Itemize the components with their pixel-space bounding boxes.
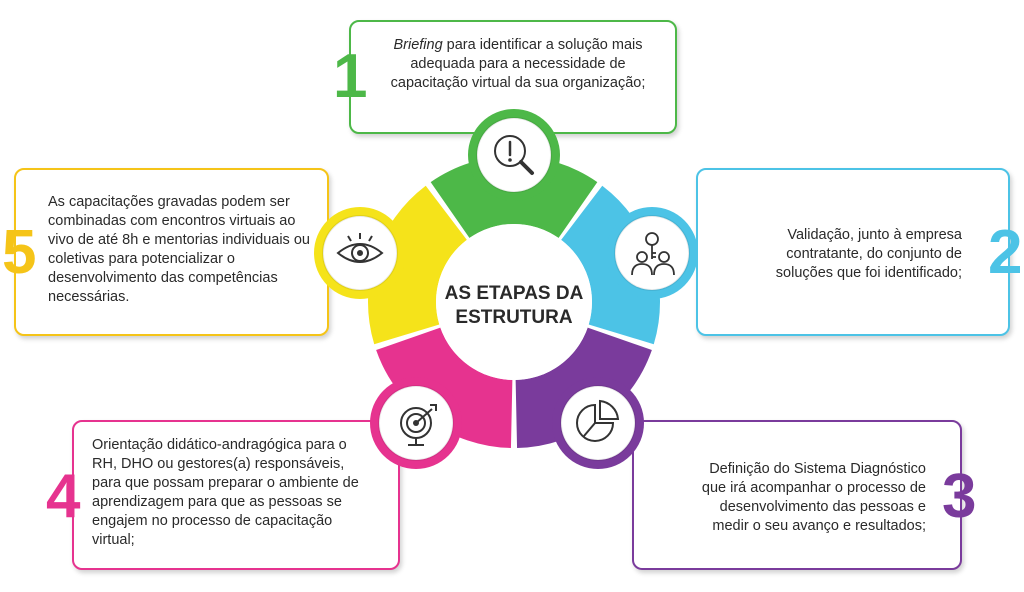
- pie-chart-icon: [576, 399, 620, 442]
- step-3-text: Definição do Sistema Diagnóstico que irá…: [701, 461, 926, 534]
- magnifier-exclamation-icon: [494, 135, 534, 175]
- step-5-number: 5: [2, 218, 37, 287]
- diagram-title: AS ETAPAS DA ESTRUTURA: [444, 283, 584, 328]
- step-3-box: [632, 420, 962, 570]
- step-2-text: Validação, junto à empresa contratante, …: [775, 227, 962, 281]
- eye-icon: [336, 233, 384, 263]
- target-icon: [400, 404, 437, 446]
- step-4-box: [72, 420, 400, 570]
- step-5-text: As capacitações gravadas podem ser combi…: [48, 194, 310, 305]
- step-5-box: [14, 168, 329, 336]
- step-2-box: [696, 168, 1010, 336]
- center-circle: [436, 224, 592, 380]
- briefing-emphasis: Briefing: [393, 37, 443, 53]
- step-3-number: 3: [942, 462, 977, 531]
- node-step-1-inner: [476, 117, 552, 193]
- step-2-number: 2: [988, 218, 1023, 287]
- step-1-text: Briefing para identificar a solução mais…: [390, 37, 646, 91]
- people-key-icon: [631, 232, 675, 276]
- step-4-number: 4: [46, 462, 81, 531]
- step-4-text: Orientação didático-andragógica para o R…: [92, 437, 359, 548]
- step-1-number: 1: [333, 42, 368, 111]
